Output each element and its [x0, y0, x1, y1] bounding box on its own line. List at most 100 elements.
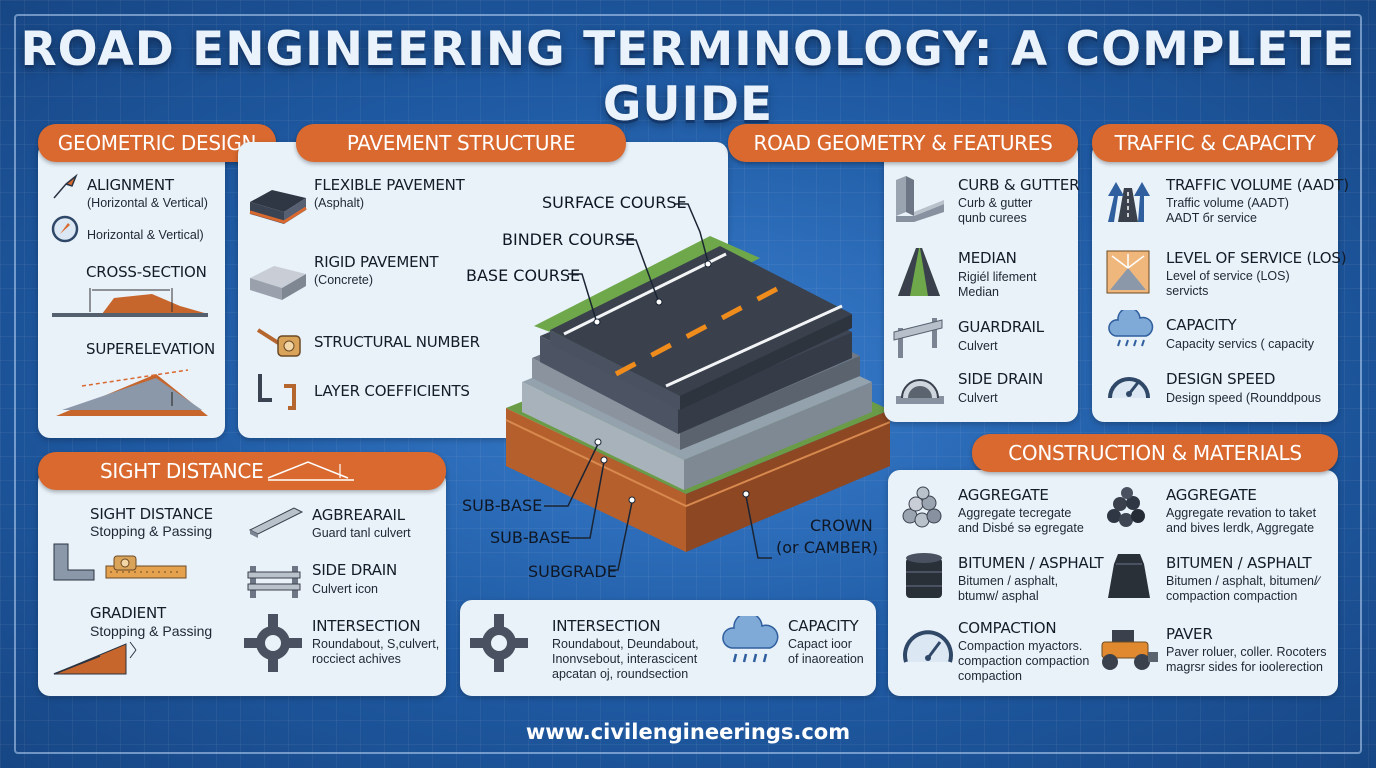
cross-section-term: CROSS-SECTION [86, 263, 207, 281]
intersection-term: INTERSECTION [312, 617, 421, 635]
traffic-volume-term: TRAFFIC VOLUME (AADT) [1166, 176, 1349, 194]
camber-label: (or CAMBER) [776, 538, 879, 557]
guardrail-desc: Culvert [958, 339, 998, 353]
intersection-desc: Roundabout, S,culvert, rocciect achives [312, 637, 440, 666]
agbrearail-term: AGBREARAIL [312, 506, 405, 524]
tape-measure-icon [256, 328, 301, 357]
cloud-rain-icon [722, 616, 779, 663]
construction-heading: CONSTRUCTION & MATERIALS [972, 434, 1338, 472]
superelevation-icon [56, 369, 208, 416]
alignment-arrow-icon [53, 173, 78, 199]
sight-distance-icon [53, 543, 187, 581]
sight-line-icon [267, 461, 354, 481]
bitumen-asphalt-desc-2: Bitumen / asphalt, bitumen/∕ compaction … [1166, 574, 1320, 603]
border-frame [14, 14, 1362, 754]
gradient-term: GRADIENT [90, 604, 166, 622]
median-term: MEDIAN [958, 249, 1017, 267]
aggregate-dark-icon [1107, 487, 1145, 527]
surface-course-label: SURFACE COURSE [542, 193, 687, 212]
curb-gutter-desc: Curb & gutter qunb curees [958, 196, 1033, 225]
level-of-service-icon [1106, 250, 1150, 294]
footer-url[interactable]: www.civilengineerings.com [525, 720, 851, 744]
capacity-desc: Capacity servics ( capacity [1166, 337, 1314, 351]
traffic-volume-desc: Traffic volume (AADT) AADT бr service [1166, 196, 1289, 225]
binder-course-label: BINDER COURSE [502, 230, 636, 249]
superelevation-term: SUPERELEVATION [86, 340, 215, 358]
sight-distance-heading: SIGHT DISTANCE [38, 452, 446, 490]
sight-distance-heading-text: SIGHT DISTANCE [100, 459, 264, 483]
aggregate-term: AGGREGATE [958, 486, 1049, 504]
sub-base-label-2: SUB-BASE [490, 528, 571, 547]
agbrearail-desc: Guard tanl culvert [312, 526, 411, 540]
median-desc: Rigiél lifement Median [958, 270, 1037, 299]
curb-gutter-icon [896, 176, 944, 222]
rigid-pavement-term: RIGID PAVEMENT [314, 253, 439, 271]
aggregate-light-icon [902, 486, 942, 528]
roundabout-icon [244, 614, 302, 672]
aggregate-term-2: AGGREGATE [1166, 486, 1257, 504]
flexible-pavement-icon [249, 190, 307, 224]
brackets-icon [258, 374, 296, 410]
compaction-gauge-icon [903, 630, 953, 663]
bitumen-asphalt-term: BITUMEN / ASPHALT [958, 554, 1104, 572]
curb-gutter-term: CURB & GUTTER [958, 176, 1080, 194]
level-of-service-term: LEVEL OF SERVICE (LOS) [1166, 249, 1347, 267]
subgrade-label: SUBGRADE [528, 562, 617, 581]
gradient-icon [53, 641, 137, 675]
alignment-desc: (Horizontal & Vertical) [87, 196, 208, 210]
road-geometry-heading: ROAD GEOMETRY & FEATURES [728, 124, 1078, 162]
compaction-term: COMPACTION [958, 619, 1057, 637]
compass-desc: Horizontal & Vertical) [87, 228, 204, 242]
paver-term: PAVER [1166, 625, 1213, 643]
pavement-structure-heading: PAVEMENT STRUCTURE [296, 124, 626, 162]
bitumen-bag-icon [1108, 554, 1150, 598]
paver-desc: Paver roluer, coller. Rocoters magrsr si… [1166, 645, 1327, 674]
cloud-rain-icon [1108, 310, 1154, 347]
geometric-design-heading: GEOMETRIC DESIGN [38, 124, 276, 162]
flexible-pavement-term: FLEXIBLE PAVEMENT [314, 176, 465, 194]
speedometer-icon [1108, 377, 1150, 399]
intersection-desc-2: Roundabout, Deundabout, Inonvsebout, int… [552, 637, 699, 681]
bitumen-asphalt-term-2: BITUMEN / ASPHALT [1166, 554, 1312, 572]
side-drain-desc-2: Culvert icon [312, 582, 378, 596]
bottom-center-panel [460, 600, 876, 696]
guardrail-icon [893, 318, 943, 358]
aggregate-desc-2: Aggregate revation to taket and bives le… [1166, 506, 1317, 535]
beam-icon [248, 507, 304, 538]
cross-section-icon [52, 288, 208, 317]
base-course-label: BASE COURSE [466, 266, 581, 285]
median-icon [898, 248, 940, 296]
design-speed-term: DESIGN SPEED [1166, 370, 1276, 388]
crown-label: CROWN [810, 516, 873, 535]
rigid-pavement-icon [250, 266, 306, 300]
capacity-desc-2: Capact ioor of inaoreation [788, 637, 864, 666]
bitumen-asphalt-desc: Bitumen / asphalt, btumw/ asphal [958, 574, 1059, 603]
capacity-term-2: CAPACITY [788, 617, 859, 635]
layer-coefficients-term: LAYER COEFFICIENTS [314, 382, 470, 400]
page-title: ROAD ENGINEERING TERMINOLOGY: A COMPLETE… [20, 22, 1356, 132]
structural-number-term: STRUCTURAL NUMBER [314, 333, 480, 351]
sight-distance-desc: Stopping & Passing [90, 523, 213, 539]
barrier-icon [247, 566, 301, 598]
intersection-term-2: INTERSECTION [552, 617, 661, 635]
road-arrows-icon [1108, 182, 1150, 222]
side-drain-desc: Culvert [958, 391, 998, 405]
compaction-desc: Compaction myactors. compaction compacti… [958, 639, 1090, 683]
guardrail-term: GUARDRAIL [958, 318, 1044, 336]
sight-distance-term: SIGHT DISTANCE [90, 505, 213, 523]
capacity-term: CAPACITY [1166, 316, 1237, 334]
aggregate-desc: Aggregate tecregate and Disbé sə egregat… [958, 506, 1084, 535]
traffic-capacity-heading: TRAFFIC & CAPACITY [1092, 124, 1338, 162]
side-drain-term-2: SIDE DRAIN [312, 561, 398, 579]
paver-icon [1101, 630, 1158, 670]
bitumen-barrel-icon [906, 553, 942, 598]
culvert-icon [896, 379, 944, 404]
rigid-pavement-desc: (Concrete) [314, 273, 374, 287]
roundabout-icon [470, 614, 528, 672]
side-drain-term: SIDE DRAIN [958, 370, 1044, 388]
compass-icon [51, 215, 79, 243]
sub-base-label-1: SUB-BASE [462, 496, 543, 515]
alignment-term: ALIGNMENT [87, 176, 174, 194]
gradient-desc: Stopping & Passing [90, 623, 213, 639]
pavement-layers-diagram [505, 203, 891, 571]
